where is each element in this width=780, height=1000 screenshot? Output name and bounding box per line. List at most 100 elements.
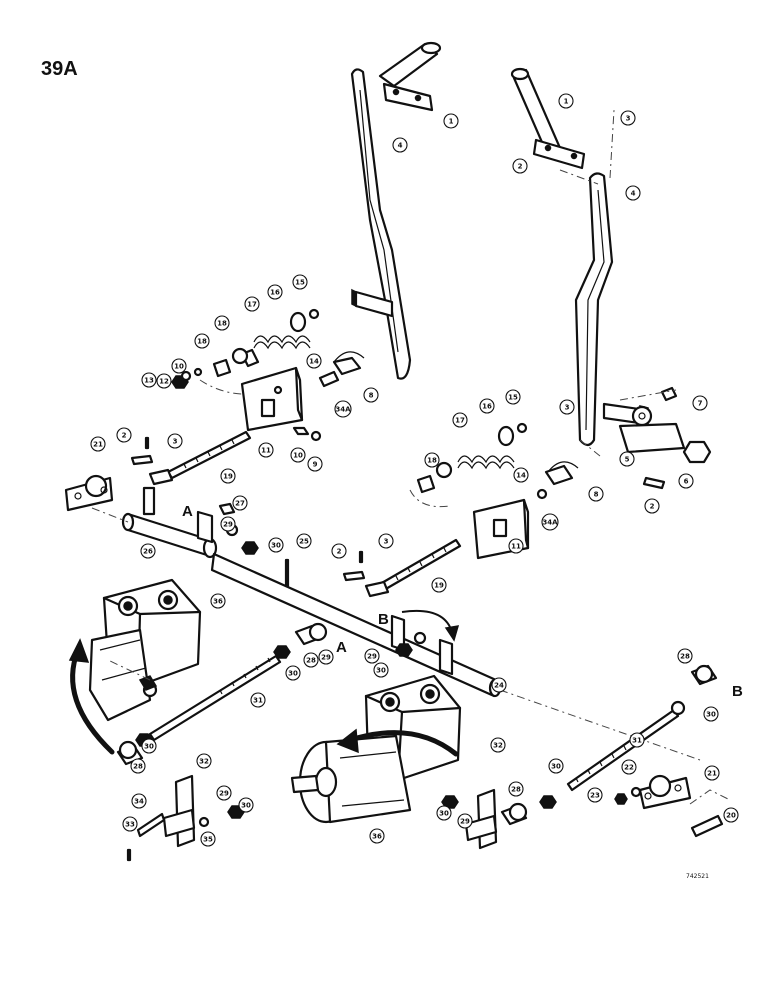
callout-label: 10 xyxy=(174,363,184,371)
callout-c32: 17 xyxy=(452,412,468,428)
callout-circle xyxy=(244,296,260,312)
right-lever-arm xyxy=(574,172,649,447)
callout-c21: 21 xyxy=(90,436,106,452)
callout-circle xyxy=(250,692,266,708)
callout-circle xyxy=(210,593,226,609)
callout-circle xyxy=(548,758,564,774)
callout-circle xyxy=(629,732,645,748)
callout-c33: 18 xyxy=(424,452,440,468)
callout-c15: 14 xyxy=(306,353,322,369)
callout-circle xyxy=(508,781,524,797)
right-pivot-support xyxy=(614,774,731,838)
callout-label: 18 xyxy=(217,320,227,328)
callout-c24: 19 xyxy=(220,468,236,484)
callout-label: 35 xyxy=(203,836,213,844)
callout-circle xyxy=(200,831,216,847)
callout-circle xyxy=(558,93,574,109)
reference-letter-b-right: B xyxy=(732,683,743,700)
callout-c43: 2 xyxy=(331,543,347,559)
callout-circle xyxy=(194,333,210,349)
callout-label: 12 xyxy=(159,378,169,386)
callout-circle xyxy=(285,665,301,681)
callout-circle xyxy=(512,158,528,174)
callout-label: 30 xyxy=(706,711,716,719)
callout-c26: 3 xyxy=(559,399,575,415)
left-control-rod xyxy=(135,654,282,747)
callout-c10: 18 xyxy=(214,315,230,331)
callout-c59: 32 xyxy=(196,753,212,769)
callout-circle xyxy=(369,828,385,844)
callout-label: 34A xyxy=(542,519,558,527)
callout-label: 28 xyxy=(511,786,521,794)
callout-circle xyxy=(588,486,604,502)
callout-c8: 16 xyxy=(267,284,283,300)
center-lines xyxy=(91,109,701,761)
callout-circle xyxy=(141,372,157,388)
callout-c1: 1 xyxy=(443,113,459,129)
callout-label: 34A xyxy=(335,406,351,414)
callout-label: 2 xyxy=(650,503,655,511)
callout-circle xyxy=(331,543,347,559)
callout-label: 18 xyxy=(197,338,207,346)
callout-circle xyxy=(513,467,529,483)
pump-brackets xyxy=(126,774,498,862)
callout-label: 7 xyxy=(698,400,703,408)
callout-circle xyxy=(122,816,138,832)
callout-circle xyxy=(644,498,660,514)
callout-label: 28 xyxy=(306,657,316,665)
callout-label: 4 xyxy=(398,142,403,150)
callout-c12: 13 xyxy=(141,372,157,388)
callout-circle xyxy=(268,537,284,553)
callout-label: 21 xyxy=(93,441,103,449)
callout-label: 29 xyxy=(321,654,331,662)
callout-label: 28 xyxy=(680,653,690,661)
callout-circle xyxy=(392,137,408,153)
callout-label: 31 xyxy=(253,697,263,705)
callout-circle xyxy=(704,765,720,781)
callout-circle xyxy=(678,473,694,489)
callout-c34: 14 xyxy=(513,467,529,483)
callout-c17: 8 xyxy=(363,387,379,403)
callout-label: 22 xyxy=(624,764,634,772)
callout-circle xyxy=(373,662,389,678)
callout-label: 16 xyxy=(270,289,280,297)
callout-circle xyxy=(508,538,524,554)
callout-circle xyxy=(505,389,521,405)
callout-c44: 3 xyxy=(378,533,394,549)
callout-c45: 19 xyxy=(431,577,447,593)
callout-circle xyxy=(167,433,183,449)
callout-c46: 36 xyxy=(210,593,226,609)
callout-circle xyxy=(258,442,274,458)
callout-c25: 7 xyxy=(692,395,708,411)
callout-c2: 1 xyxy=(558,93,574,109)
callout-circle xyxy=(587,787,603,803)
callout-label: 33 xyxy=(125,821,135,829)
callout-circle xyxy=(479,398,495,414)
right-hydraulic-pump xyxy=(290,674,462,824)
callout-circle xyxy=(318,649,334,665)
callout-c56: 31 xyxy=(629,732,645,748)
callout-label: 14 xyxy=(309,358,319,366)
callout-label: 4 xyxy=(631,190,636,198)
callout-circle xyxy=(214,315,230,331)
callout-label: 11 xyxy=(511,543,521,551)
reference-letter-a-right: A xyxy=(336,639,347,656)
callout-label: 16 xyxy=(482,403,492,411)
callout-circle xyxy=(364,648,380,664)
callout-c55: 31 xyxy=(250,692,266,708)
callout-c51: 30 xyxy=(373,662,389,678)
callout-label: 29 xyxy=(219,790,229,798)
callout-circle xyxy=(238,797,254,813)
callout-circle xyxy=(436,805,452,821)
right-control-rod xyxy=(566,700,686,792)
callout-c62: 22 xyxy=(621,759,637,775)
right-lever-pivot-parts xyxy=(618,386,712,490)
callout-circle xyxy=(171,358,187,374)
callout-label: 3 xyxy=(173,438,178,446)
cross-shaft xyxy=(121,486,502,698)
callout-circle xyxy=(559,399,575,415)
callout-circle xyxy=(307,456,323,472)
callout-label: 19 xyxy=(434,582,444,590)
callout-circle xyxy=(620,110,636,126)
